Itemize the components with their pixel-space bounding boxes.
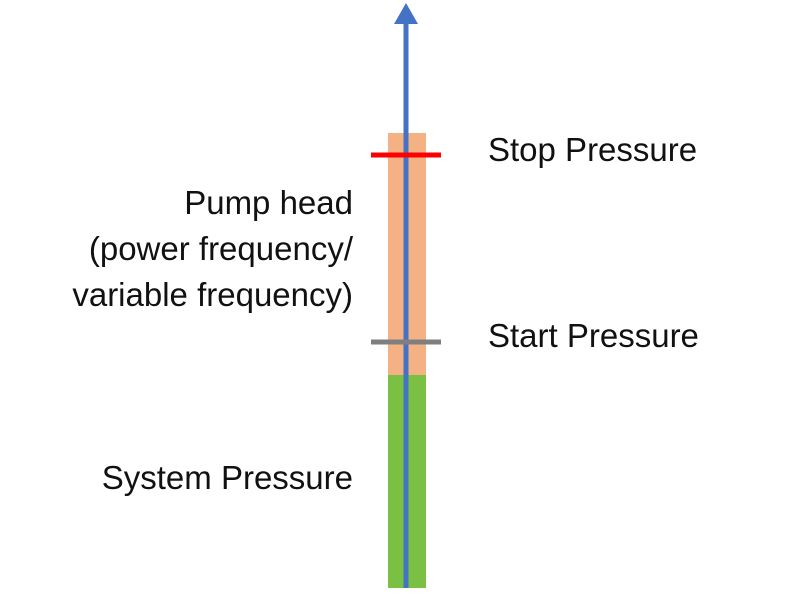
pump-head-label-line: Pump head: [184, 184, 353, 221]
pump-head-label: Pump head (power frequency/ variable fre…: [72, 180, 353, 318]
stop-pressure-label: Stop Pressure: [488, 131, 698, 168]
system-pressure-label: System Pressure: [101, 459, 353, 496]
pump-head-label-line: variable frequency): [72, 276, 353, 313]
pump-head-label-line: (power frequency/: [88, 230, 353, 267]
start-pressure-label: Start Pressure: [488, 317, 699, 354]
pressure-axis-arrowhead-icon: [394, 3, 418, 24]
